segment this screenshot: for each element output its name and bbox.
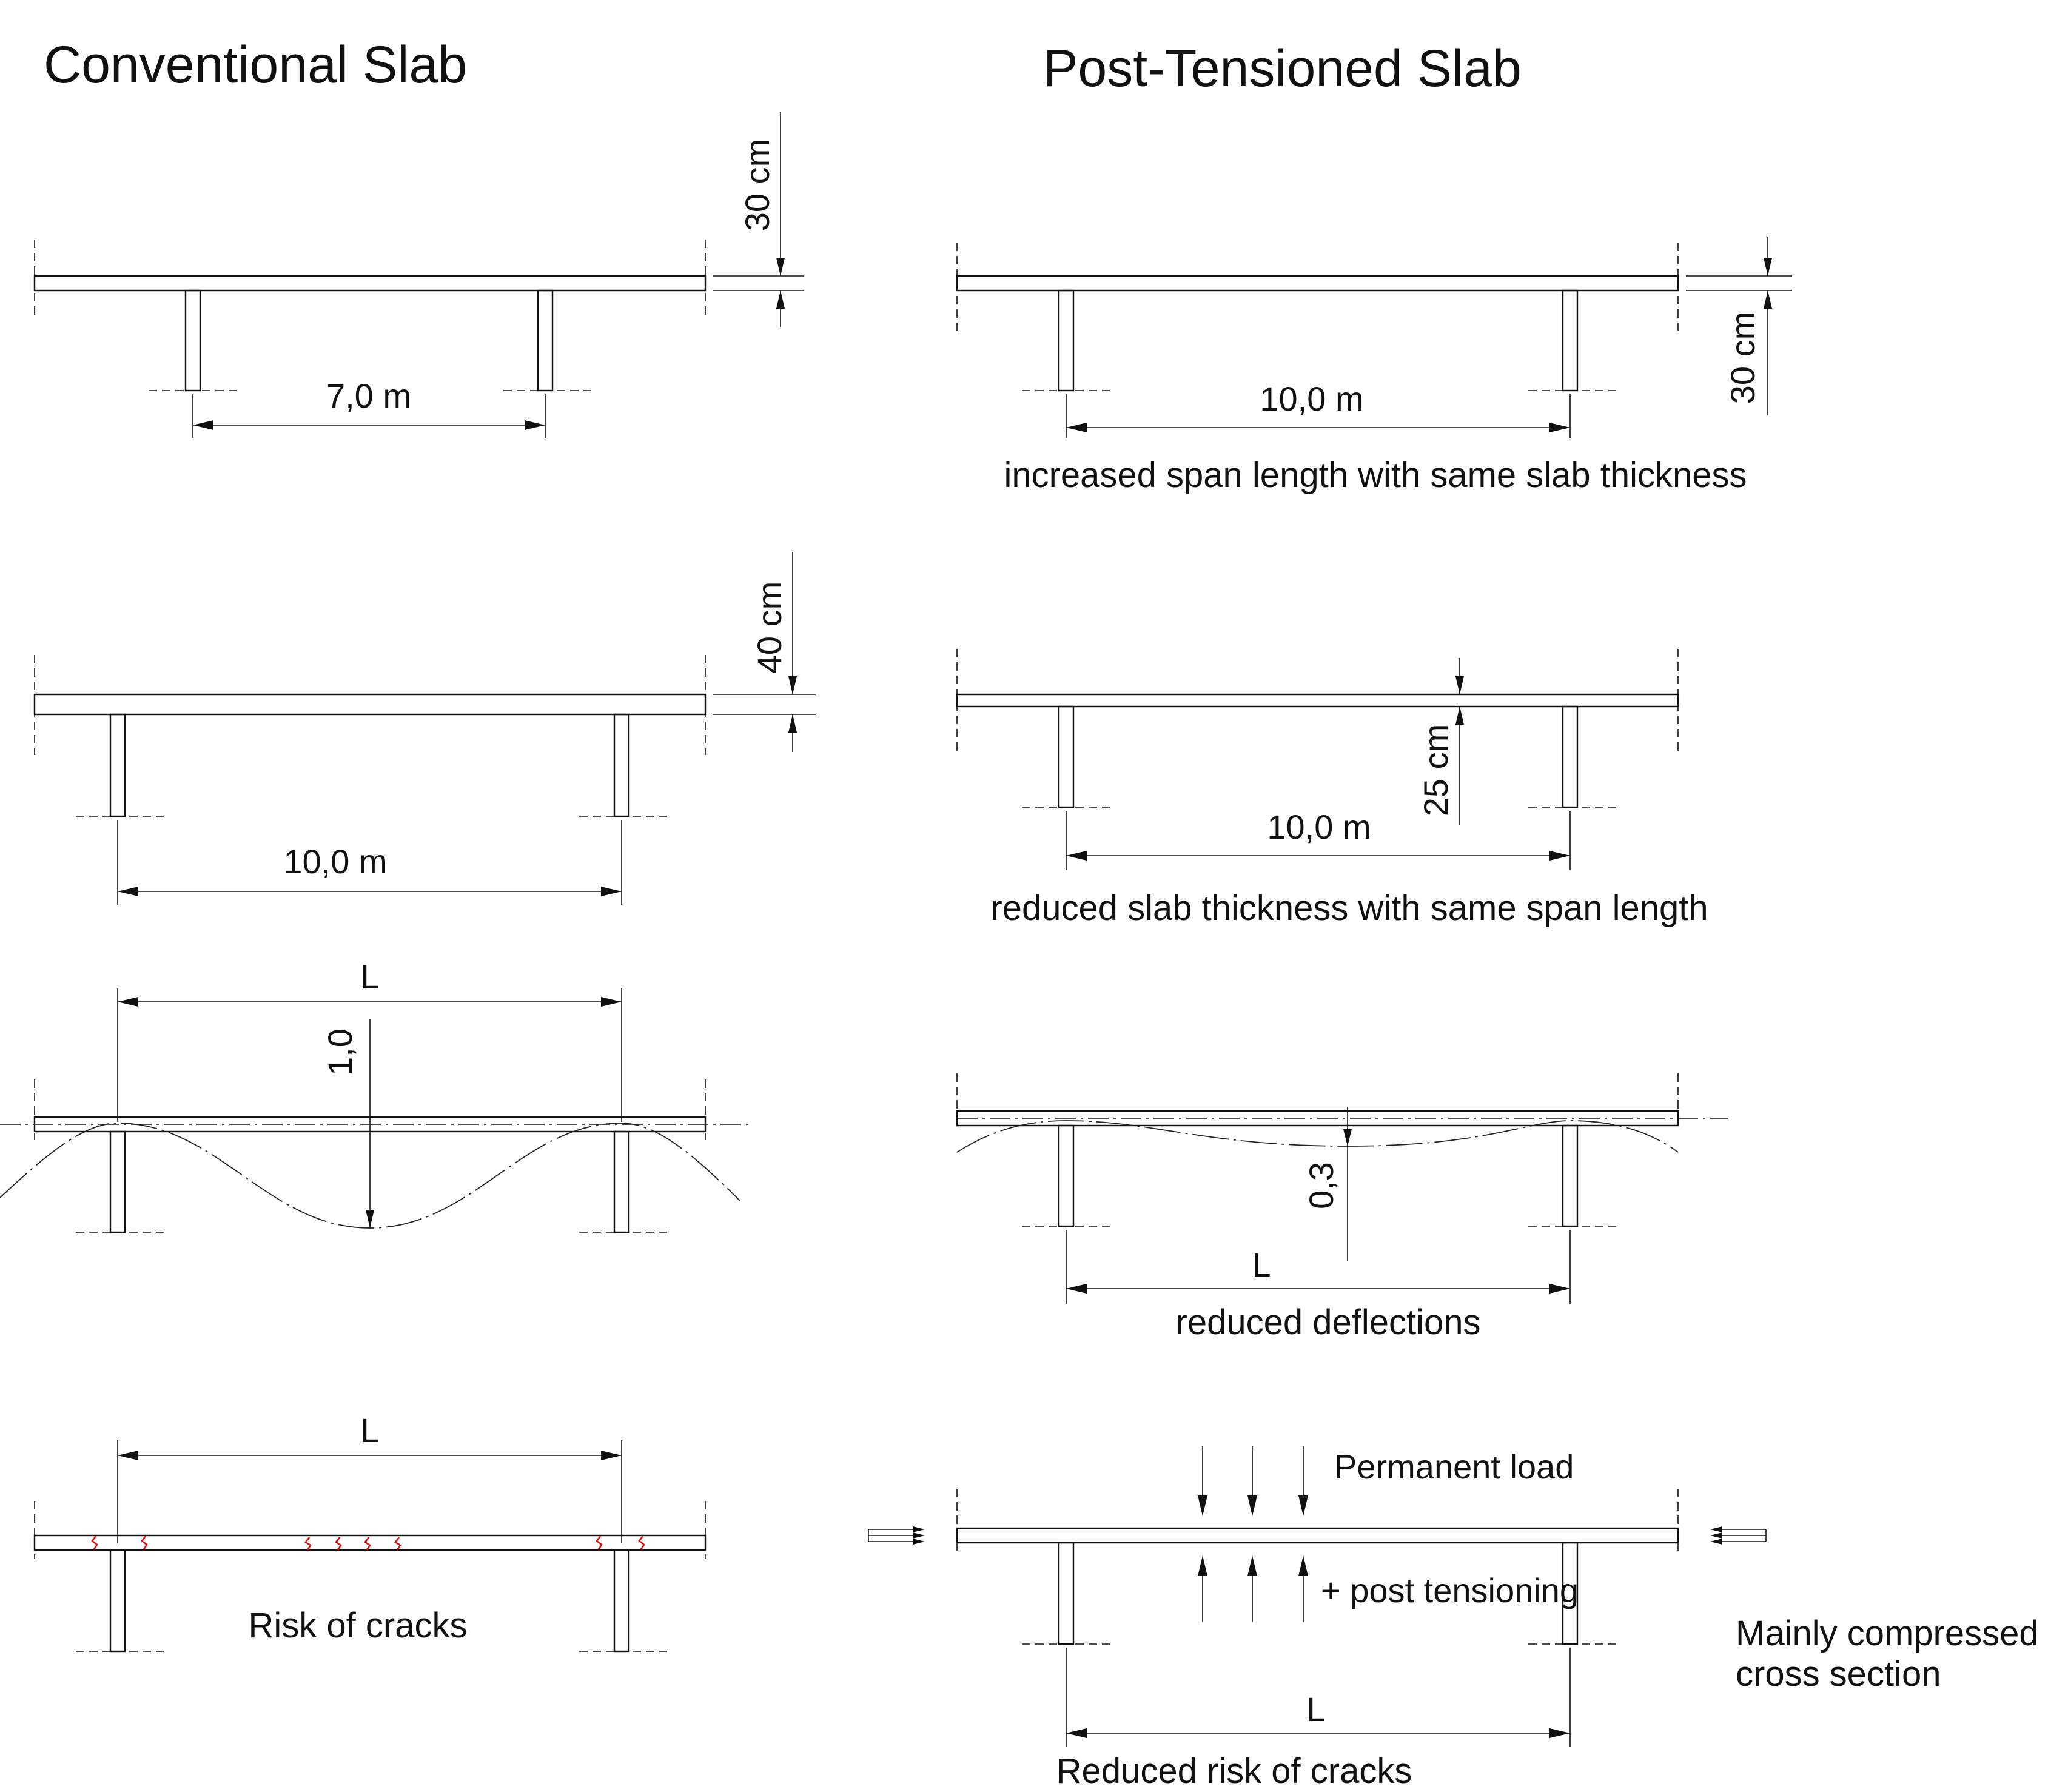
- thickness-caption: reduced slab thickness with same span le…: [990, 888, 1708, 928]
- post-tensioning-label: + post tensioning: [1321, 1571, 1579, 1609]
- deflection-value: 0,3: [1302, 1162, 1340, 1209]
- post-tensioned-slab-2: 10,0 m reduced slab thickness with same …: [956, 649, 1708, 928]
- conventional-deflection: L 1,0: [0, 958, 749, 1233]
- conventional-cracks: L Risk of cracks: [33, 1411, 707, 1653]
- span-caption: increased span length with same slab thi…: [1004, 455, 1747, 495]
- thickness-label: 25 cm: [1417, 724, 1455, 817]
- span-label: 10,0 m: [1260, 380, 1363, 418]
- deflection-value: 1,0: [321, 1029, 359, 1076]
- permanent-load-arrows: [1198, 1446, 1308, 1516]
- post-tensioning-arrows: [1198, 1555, 1308, 1622]
- conventional-slab-1: 7,0 m 30 cm: [33, 112, 804, 438]
- span-label: L: [1306, 1690, 1325, 1728]
- reduced-risk-caption: Reduced risk of cracks: [1056, 1751, 1412, 1791]
- conventional-slab-2: 10,0 m 40 cm: [33, 552, 816, 905]
- thickness-label: 30 cm: [1724, 312, 1762, 404]
- span-label: L: [1252, 1246, 1271, 1284]
- compression-note-line1: Mainly compressed: [1736, 1614, 2039, 1653]
- post-tensioned-slab-title: Post-Tensioned Slab: [1043, 39, 1522, 98]
- crack-marks: [91, 1535, 645, 1551]
- span-label: L: [360, 958, 379, 996]
- left-compression-arrows: [868, 1526, 925, 1545]
- thickness-label: 40 cm: [750, 582, 788, 674]
- post-tensioned-deflection: 0,3 L reduced deflections: [956, 1073, 1728, 1342]
- post-tensioned-slab-1: 10,0 m increased span length with same s…: [956, 237, 1792, 495]
- compression-note-line2: cross section: [1736, 1654, 1941, 1694]
- risk-caption: Risk of cracks: [249, 1606, 468, 1645]
- right-compression-arrows: [1710, 1526, 1767, 1545]
- permanent-load-label: Permanent load: [1334, 1448, 1574, 1486]
- span-label: 10,0 m: [283, 842, 387, 881]
- span-label: 10,0 m: [1267, 808, 1371, 846]
- conventional-slab-title: Conventional Slab: [44, 36, 467, 94]
- span-label: 7,0 m: [326, 377, 411, 415]
- span-label: L: [360, 1411, 379, 1449]
- deflection-caption: reduced deflections: [1176, 1303, 1481, 1342]
- post-tensioned-cracks: Permanent load + post tensioning: [868, 1446, 2039, 1791]
- thickness-label: 30 cm: [738, 139, 776, 232]
